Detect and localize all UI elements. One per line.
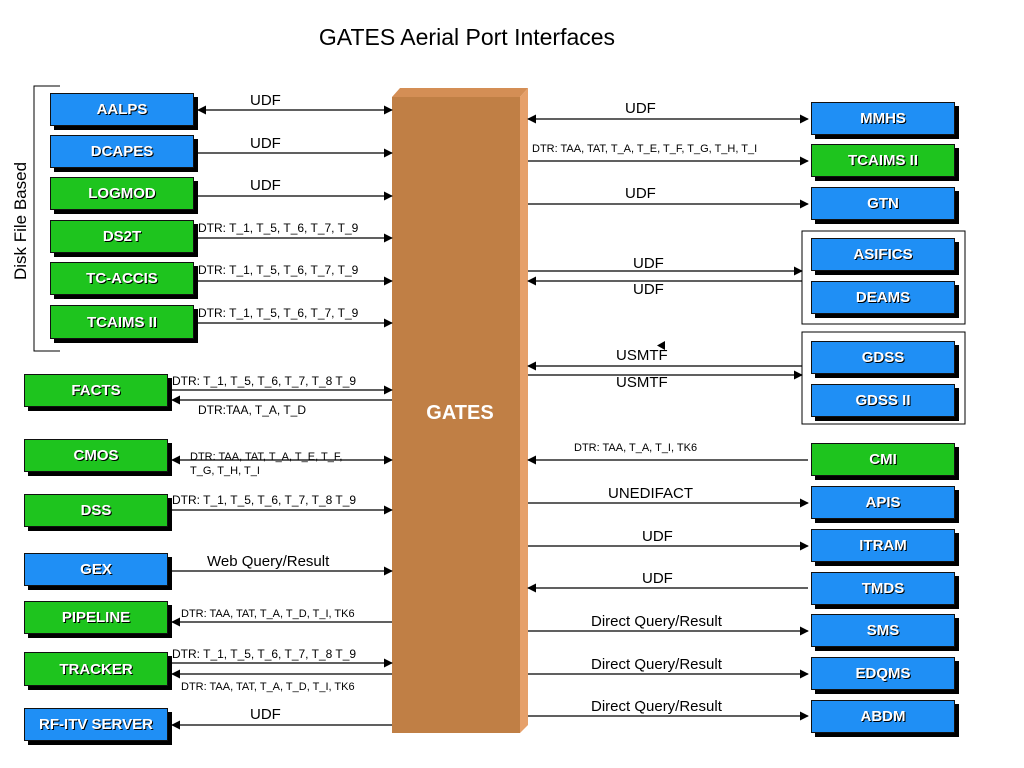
label-tc-accis: DTR: T_1, T_5, T_6, T_7, T_9	[198, 263, 359, 277]
label-tcaims-ii-right: DTR: TAA, TAT, T_A, T_E, T_F, T_G, T_H, …	[532, 143, 758, 155]
box-abdm: ABDM	[811, 700, 955, 733]
label-cmi: DTR: TAA, T_A, T_I, TK6	[574, 442, 698, 454]
box-sms: SMS	[811, 614, 955, 647]
box-facts: FACTS	[24, 374, 168, 407]
label-deams: UDF	[633, 281, 664, 298]
box-mmhs: MMHS	[811, 102, 955, 135]
box-gdss-ii: GDSS II	[811, 384, 955, 417]
gates-core-side	[520, 88, 528, 733]
label-logmod: UDF	[250, 177, 281, 194]
box-itram: ITRAM	[811, 529, 955, 562]
box-apis: APIS	[811, 486, 955, 519]
small-arrowhead	[657, 341, 665, 350]
label-facts-in: DTR:TAA, T_A, T_D	[198, 403, 307, 417]
label-gdss-2: USMTF	[616, 374, 668, 391]
box-dcapes: DCAPES	[50, 135, 194, 168]
disk-file-bracket	[33, 85, 60, 352]
box-asifics: ASIFICS	[811, 238, 955, 271]
diagram-title: GATES Aerial Port Interfaces	[318, 24, 616, 50]
box-logmod: LOGMOD	[50, 177, 194, 210]
box-tc-accis: TC-ACCIS	[50, 262, 194, 295]
label-asifics: UDF	[633, 255, 664, 272]
label-tracker-in: DTR: TAA, TAT, T_A, T_D, T_I, TK6	[181, 681, 355, 693]
label-dcapes: UDF	[250, 135, 281, 152]
asifics-group-frame	[801, 230, 966, 325]
label-gtn: UDF	[625, 185, 656, 202]
label-abdm: Direct Query/Result	[591, 698, 722, 715]
label-cmos-line2: T_G, T_H, T_I	[190, 465, 260, 477]
box-dss: DSS	[24, 494, 168, 527]
box-gex: GEX	[24, 553, 168, 586]
label-apis: UNEDIFACT	[608, 485, 694, 502]
label-facts-out: DTR: T_1, T_5, T_6, T_7, T_8 T_9	[172, 374, 357, 388]
label-mmhs: UDF	[625, 100, 656, 117]
box-gdss: GDSS	[811, 341, 955, 374]
label-pipeline: DTR: TAA, TAT, T_A, T_D, T_I, TK6	[181, 608, 355, 620]
box-cmi: CMI	[811, 443, 955, 476]
label-aalps: UDF	[250, 92, 281, 109]
box-ds2t: DS2T	[50, 220, 194, 253]
label-ds2t: DTR: T_1, T_5, T_6, T_7, T_9	[198, 221, 359, 235]
label-itram: UDF	[642, 528, 673, 545]
label-gdss-1: USMTF	[616, 347, 668, 364]
box-aalps: AALPS	[50, 93, 194, 126]
box-rf-itv-server: RF-ITV SERVER	[24, 708, 168, 741]
label-gex: Web Query/Result	[207, 553, 330, 570]
box-pipeline: PIPELINE	[24, 601, 168, 634]
gates-label: GATES	[426, 402, 494, 424]
box-gtn: GTN	[811, 187, 955, 220]
gates-core-top	[392, 88, 528, 97]
label-cmos-line1: DTR: TAA, TAT, T_A, T_E, T_F,	[190, 451, 343, 463]
box-deams: DEAMS	[811, 281, 955, 314]
gates-core	[392, 97, 520, 733]
label-sms: Direct Query/Result	[591, 613, 722, 630]
box-edqms: EDQMS	[811, 657, 955, 690]
box-tcaims-ii-left: TCAIMS II	[50, 305, 194, 339]
box-tmds: TMDS	[811, 572, 955, 605]
label-tracker-out: DTR: T_1, T_5, T_6, T_7, T_8 T_9	[172, 647, 357, 661]
label-dss: DTR: T_1, T_5, T_6, T_7, T_8 T_9	[172, 493, 357, 507]
box-tcaims-ii-right: TCAIMS II	[811, 144, 955, 177]
label-tcaims-ii: DTR: T_1, T_5, T_6, T_7, T_9	[198, 306, 359, 320]
box-tracker: TRACKER	[24, 652, 168, 686]
label-edqms: Direct Query/Result	[591, 656, 722, 673]
box-cmos: CMOS	[24, 439, 168, 472]
label-tmds: UDF	[642, 570, 673, 587]
label-rf-itv: UDF	[250, 706, 281, 723]
